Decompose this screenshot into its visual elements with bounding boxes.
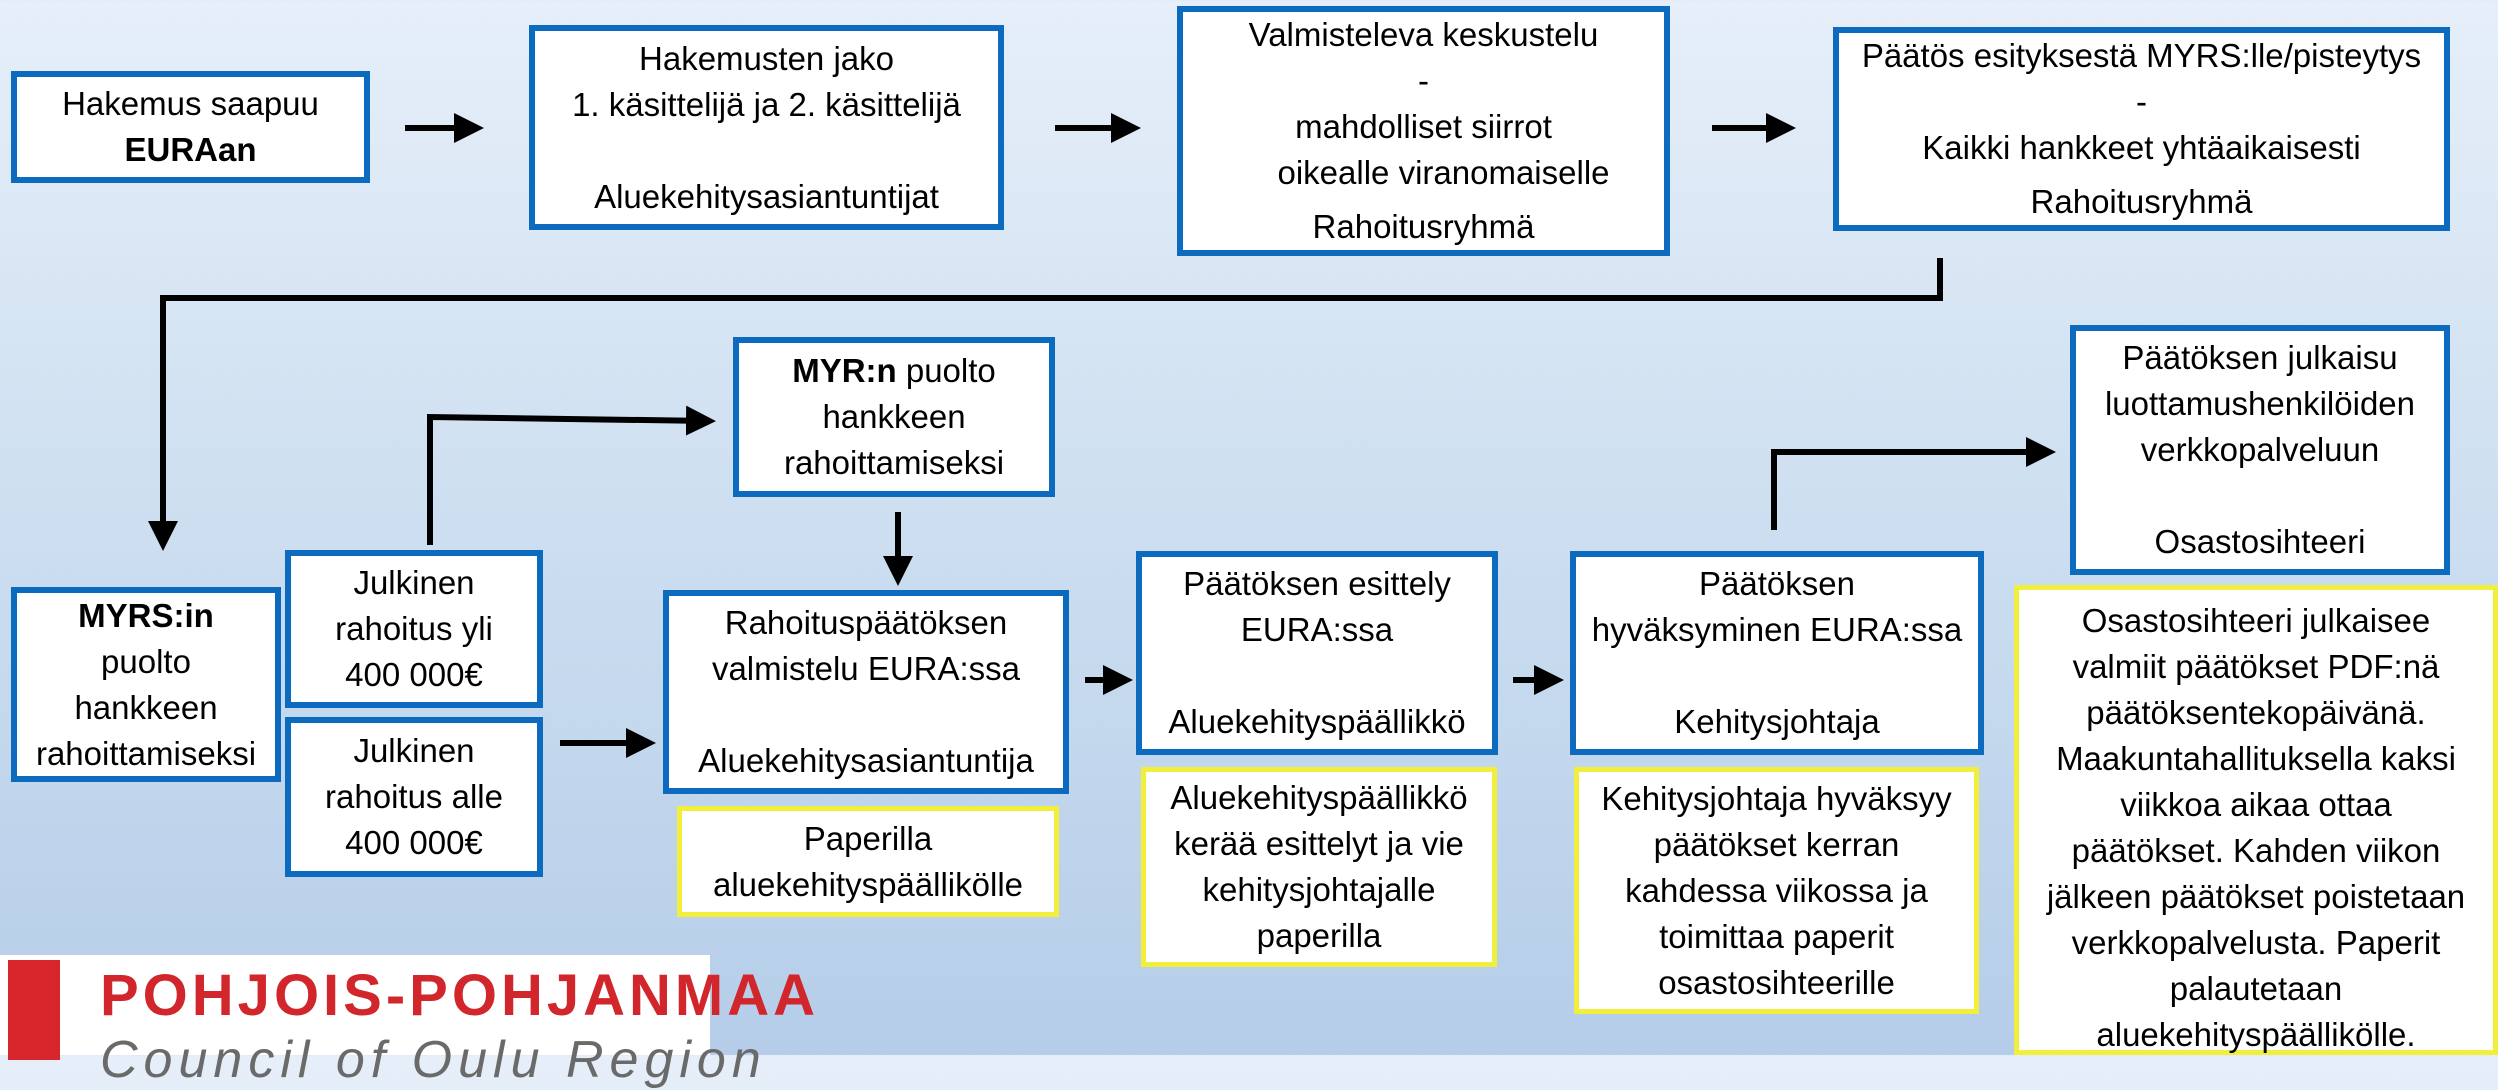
- julkaisu-line2: luottamushenkilöiden: [2104, 385, 2416, 422]
- node-julkinen-rahoitus-alle: Julkinen rahoitus alle 400 000€: [285, 717, 543, 877]
- rahoituspaatos-line2: valmistelu EURA:ssa: [711, 650, 1021, 687]
- arrow-hyvaksyminen-to-julkaisu: [1771, 437, 2056, 530]
- logo-mark: [8, 960, 60, 1060]
- note-os-line6: päätökset. Kahden viikon: [2071, 832, 2441, 869]
- node-rahoituspaatoksen-valmistelu: Rahoituspäätöksen valmistelu EURA:ssa Al…: [663, 590, 1069, 794]
- hyvaksyminen-line2: hyväksyminen EURA:ssa: [1591, 611, 1963, 648]
- myrs-line2: puolto: [101, 642, 191, 680]
- note-akp-line3: kehitysjohtajalle: [1202, 871, 1436, 908]
- note-paperilla-line2: aluekehityspäällikölle: [712, 865, 1024, 903]
- note-os-line2: valmiit päätökset PDF:nä: [2072, 648, 2440, 685]
- note-os-line4: Maakuntahallituksella kaksi: [2056, 740, 2456, 777]
- note-kj-line4: toimittaa paperit: [1659, 917, 1894, 955]
- logo-subtitle: Council of Oulu Region: [100, 1031, 767, 1089]
- logo-title: POHJOIS-POHJANMAA: [100, 963, 819, 1028]
- node-myr-puolto: MYR:n puolto hankkeen rahoittamiseksi: [733, 337, 1055, 497]
- logo-background: [0, 955, 710, 1055]
- node-julkinen-rahoitus-yli: Julkinen rahoitus yli 400 000€: [285, 550, 543, 708]
- julkinen-alle-line2: rahoitus alle: [325, 778, 503, 815]
- myr-bold: MYR:n: [792, 352, 897, 389]
- note-kj-line3: kahdessa viikossa ja: [1625, 871, 1928, 909]
- jako-line1: Hakemusten jako: [639, 39, 894, 77]
- julkaisu-line1: Päätöksen julkaisu: [2122, 339, 2398, 376]
- note-akp-line4: paperilla: [1256, 917, 1382, 954]
- note-kj-line1: Kehitysjohtaja hyväksyy: [1601, 779, 1952, 817]
- myrs-line4: rahoittamiseksi: [35, 734, 257, 772]
- jako-line2: 1. käsittelijä ja 2. käsittelijä: [572, 85, 961, 123]
- note-paperilla-line1: Paperilla: [803, 819, 933, 857]
- node-paatoksen-hyvaksyminen: Päätöksen hyväksyminen EURA:ssa Kehitysj…: [1570, 551, 1984, 755]
- myrs-line3: hankkeen: [74, 688, 218, 726]
- hakemus-line1: Hakemus saapuu: [62, 85, 319, 122]
- note-kehitysjohtaja: Kehitysjohtaja hyväksyy päätökset kerran…: [1574, 767, 1979, 1014]
- note-os-line3: päätöksentekopäivänä.: [2086, 694, 2426, 731]
- note-os-line8: verkkopalvelusta. Paperit: [2071, 924, 2441, 961]
- myr-rest: puolto: [896, 352, 996, 389]
- julkinen-yli-line2: rahoitus yli: [335, 610, 493, 647]
- hyvaksyminen-line1: Päätöksen: [1699, 565, 1855, 602]
- node-paatos-esityksesta: Päätös esityksestä MYRS:lle/pisteytys - K…: [1833, 27, 2450, 231]
- jako-role: Aluekehitysasiantuntijat: [594, 177, 939, 215]
- paatos-esitys-line1: Päätös esityksestä MYRS:lle/pisteytys: [1861, 37, 2422, 74]
- note-akp-line2: kerää esittelyt ja vie: [1174, 825, 1464, 862]
- node-valmisteleva-keskustelu: Valmisteleva keskustelu - mahdolliset sii…: [1177, 6, 1670, 256]
- myrs-bold: MYRS:in: [78, 596, 214, 634]
- node-paatoksen-esittely: Päätöksen esittely EURA:ssa Aluekehitysp…: [1136, 551, 1498, 755]
- note-kj-line2: päätökset kerran: [1653, 825, 1900, 863]
- julkinen-alle-line1: Julkinen: [353, 732, 475, 769]
- note-paperilla: Paperilla aluekehityspäällikölle: [677, 806, 1059, 917]
- julkinen-yli-line1: Julkinen: [353, 564, 475, 601]
- note-osastosihteeri: Osastosihteeri julkaisee valmiit päätöks…: [2014, 585, 2498, 1055]
- valmisteleva-role: Rahoitusryhmä: [1312, 208, 1535, 245]
- valmisteleva-bullet2: oikealle viranomaiselle: [1277, 154, 1610, 191]
- paatos-esitys-bullet-mark: -: [2136, 83, 2147, 120]
- myr-line2: hankkeen: [822, 398, 966, 435]
- node-hakemusten-jako: Hakemusten jako 1. käsittelijä ja 2. käs…: [529, 25, 1004, 230]
- julkaisu-line3: verkkopalveluun: [2140, 431, 2380, 468]
- note-os-line10: aluekehityspäällikölle.: [2096, 1016, 2416, 1053]
- hyvaksyminen-role: Kehitysjohtaja: [1674, 703, 1880, 740]
- valmisteleva-bullet-mark: -: [1418, 62, 1429, 99]
- paatos-esitys-bullet1: Kaikki hankkeet yhtäaikaisesti: [1922, 129, 2361, 166]
- valmisteleva-line1: Valmisteleva keskustelu: [1248, 16, 1599, 53]
- rahoituspaatos-line1: Rahoituspäätöksen: [724, 604, 1008, 641]
- julkaisu-role: Osastosihteeri: [2154, 523, 2366, 560]
- esittely-line1: Päätöksen esittely: [1183, 565, 1451, 602]
- note-os-line1: Osastosihteeri julkaisee: [2081, 602, 2431, 639]
- note-kj-line5: osastosihteerille: [1658, 963, 1895, 1001]
- node-paatoksen-julkaisu: Päätöksen julkaisu luottamushenkilöiden …: [2070, 325, 2450, 575]
- valmisteleva-bullet1: mahdolliset siirrot: [1295, 108, 1552, 145]
- paatos-esitys-role: Rahoitusryhmä: [2030, 183, 2253, 220]
- note-os-line5: viikkoa aikaa ottaa: [2120, 786, 2392, 823]
- note-os-line7: jälkeen päätökset poistetaan: [2046, 878, 2466, 915]
- julkinen-yli-line3: 400 000€: [345, 656, 483, 693]
- myr-line3: rahoittamiseksi: [783, 444, 1005, 481]
- esittely-role: Aluekehityspäällikkö: [1168, 703, 1466, 740]
- node-myrs-puolto: MYRS:in puolto hankkeen rahoittamiseksi: [11, 587, 281, 782]
- arrow-paatos-to-myrs: [148, 258, 1943, 551]
- node-hakemus-saapuu: Hakemus saapuu EURAan: [11, 71, 370, 183]
- note-akp-line1: Aluekehityspäällikkö: [1170, 779, 1468, 816]
- julkinen-alle-line3: 400 000€: [345, 824, 483, 861]
- note-aluekehityspaallikko: Aluekehityspäällikkö kerää esittelyt ja …: [1141, 767, 1497, 967]
- esittely-line2: EURA:ssa: [1240, 611, 1394, 648]
- hakemus-line2: EURAan: [124, 131, 257, 168]
- arrow-yli-to-myr: [427, 405, 716, 545]
- rahoituspaatos-role: Aluekehitysasiantuntija: [698, 742, 1034, 779]
- note-os-line9: palautetaan: [2169, 970, 2343, 1007]
- connectors: [148, 113, 2056, 758]
